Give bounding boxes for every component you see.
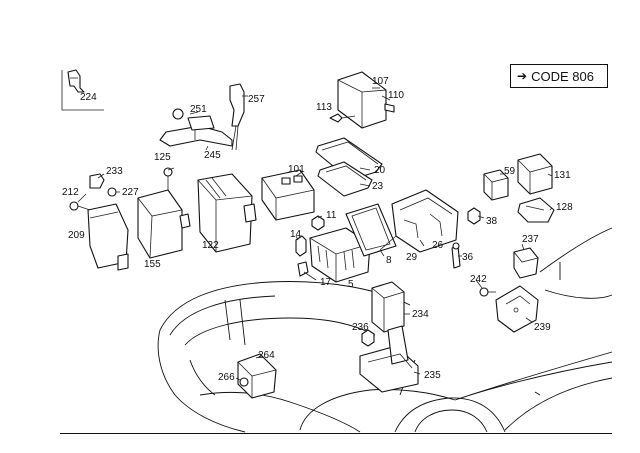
label-11: 11 [326,210,337,221]
part-38-nut [467,207,481,225]
part-8-gasket [345,203,397,257]
label-23: 23 [372,181,384,192]
label-251: 251 [190,104,207,115]
part-266-grommet [239,377,249,387]
car-body-outline [157,227,613,433]
part-5-fuse-box [295,227,371,283]
label-29: 29 [406,252,418,263]
label-266: 266 [218,372,235,383]
part-245-bracket [159,83,245,151]
part-236-nut [361,329,375,347]
label-212: 212 [62,187,79,198]
part-237-relay [513,247,539,279]
label-131: 131 [554,170,571,181]
label-227: 227 [122,187,139,198]
label-59: 59 [504,166,516,177]
label-125: 125 [154,152,171,163]
label-242: 242 [470,274,487,285]
part-234-cover [371,281,405,333]
label-236: 236 [352,322,369,333]
part-59-relay [483,169,509,201]
label-20: 20 [374,165,386,176]
part-235-bracket [359,325,419,393]
label-14: 14 [290,229,302,240]
part-101-relay-block [261,169,315,221]
code-806-label: CODE 806 [531,68,594,84]
callout-labels: 224 251 257 245 107 110 113 125 233 212 … [62,76,573,383]
part-155-122-209-group [69,167,257,271]
label-234: 234 [412,309,429,320]
label-122: 122 [202,240,219,251]
part-36-stud [451,242,461,269]
label-36: 36 [462,252,474,263]
label-257: 257 [248,94,265,105]
label-113: 113 [316,102,332,113]
label-237: 237 [522,234,539,245]
label-8: 8 [386,255,392,266]
part-11-nut [311,215,325,231]
label-239: 239 [534,322,551,333]
label-101: 101 [288,164,305,175]
leader-lines [77,87,553,381]
label-110: 110 [388,90,404,101]
label-26: 26 [432,240,444,251]
part-131-relay [517,153,553,195]
part-239-bracket [495,285,539,333]
part-264-connector [237,353,277,399]
part-224-clip [61,69,104,111]
label-245: 245 [204,150,221,161]
arrow-right-icon: ➔ [517,69,528,83]
part-107-module [329,71,395,129]
part-26-carrier [379,189,459,253]
label-264: 264 [258,350,275,361]
label-107: 107 [372,76,389,87]
label-155: 155 [144,259,161,270]
bottom-rule [60,433,612,434]
label-17: 17 [320,277,332,288]
label-235: 235 [424,370,441,381]
label-233: 233 [106,166,123,177]
label-209: 209 [68,230,85,241]
code-806-reference: ➔ CODE 806 [510,64,608,88]
part-242-bolt [479,287,496,297]
label-128: 128 [556,202,573,213]
label-38: 38 [486,216,498,227]
label-5: 5 [348,279,354,290]
part-128-holder [517,197,555,223]
label-224: 224 [80,92,97,103]
